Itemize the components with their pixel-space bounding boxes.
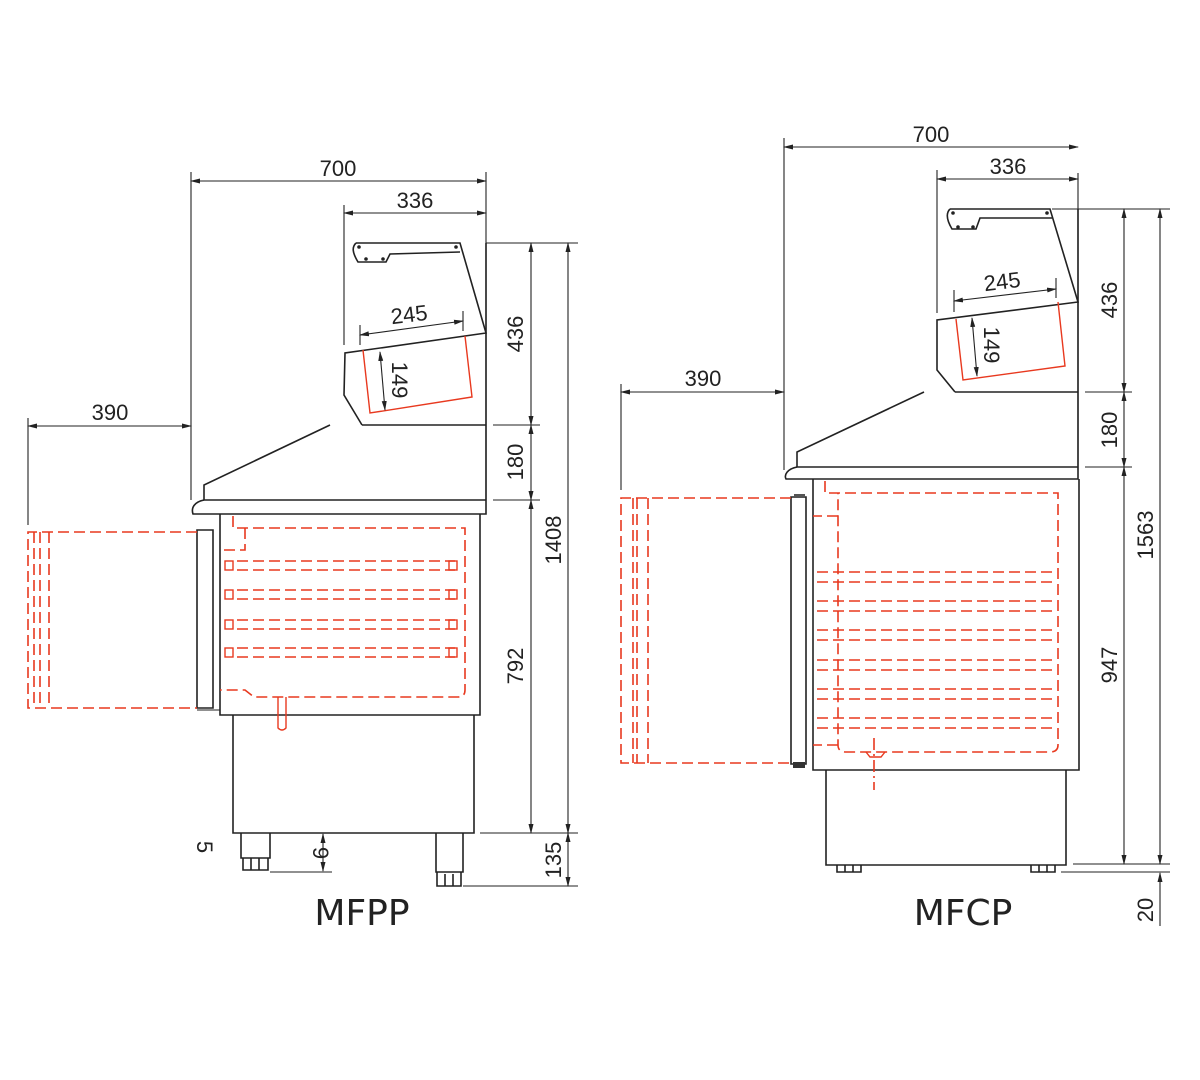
mfcp-step-180: 180: [1097, 412, 1122, 449]
mfcp-overall-1563: 1563: [1133, 511, 1158, 560]
mfpp-leg-135: 135: [541, 842, 566, 879]
mfpp-overall-1408: 1408: [541, 516, 566, 565]
mfcp-depth-700: 700: [913, 122, 950, 147]
mfpp-drawing: 700 336 245 149: [27, 156, 578, 934]
mfcp-display-336: 336: [990, 154, 1027, 179]
mfpp-display-336: 336: [397, 188, 434, 213]
mfcp-clearance-390: 390: [685, 366, 722, 391]
mfpp-cabinet-792: 792: [503, 648, 528, 685]
mfcp-cabinet-947: 947: [1097, 647, 1122, 684]
mfcp-shelves: [817, 571, 1053, 729]
mfcp-inner-245: 245: [982, 267, 1021, 296]
mfcp-display-height-436: 436: [1097, 282, 1122, 319]
mfcp-foot-20: 20: [1133, 898, 1158, 922]
mfcp-drawing: 700 336 245 149: [620, 122, 1170, 934]
mfpp-inner-245: 245: [389, 300, 428, 329]
mfpp-clearance-390: 390: [92, 400, 129, 425]
mfpp-display-height-436: 436: [503, 316, 528, 353]
mfpp-step-180: 180: [503, 444, 528, 481]
mfpp-shelves: [224, 560, 458, 658]
mfpp-model-label: MFPP: [314, 893, 409, 934]
mfpp-inner-149: 149: [387, 362, 412, 399]
mfpp-leg-adjust-9: 9: [308, 847, 333, 859]
mfcp-inner-149: 149: [979, 327, 1004, 364]
mfpp-depth-700: 700: [320, 156, 357, 181]
mfcp-model-label: MFCP: [914, 893, 1013, 934]
mfpp-leg-offset-5: 5: [192, 841, 217, 853]
